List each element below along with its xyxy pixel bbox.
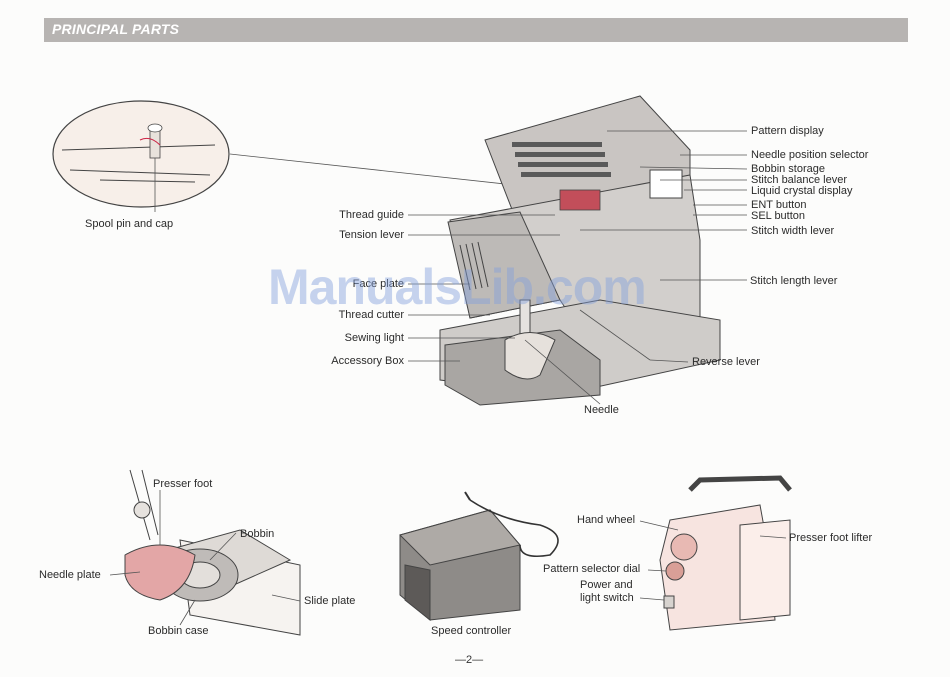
label-thread-cutter: Thread cutter bbox=[338, 309, 404, 321]
label-needle-position-selector: Needle position selector bbox=[751, 149, 869, 161]
label-reverse-lever: Reverse lever bbox=[692, 356, 760, 368]
label-pattern-display: Pattern display bbox=[751, 125, 824, 137]
spool-pin-inset bbox=[52, 100, 230, 212]
watermark: ManualsLib.com bbox=[268, 259, 647, 315]
label-bobbin-storage: Bobbin storage bbox=[751, 163, 825, 175]
main-sewing-machine bbox=[439, 95, 721, 406]
label-stitch-length-lever: Stitch length lever bbox=[750, 275, 838, 287]
label-presser-foot: Presser foot bbox=[153, 478, 213, 490]
label-stitch-width-lever: Stitch width lever bbox=[751, 225, 835, 237]
label-spool-pin-and-cap: Spool pin and cap bbox=[85, 218, 174, 230]
label-sel-button: SEL button bbox=[751, 210, 806, 222]
label-pattern-selector-dial: Pattern selector dial bbox=[543, 563, 641, 575]
label-bobbin: Bobbin bbox=[240, 528, 275, 540]
label-tension-lever: Tension lever bbox=[339, 229, 404, 241]
page-number: —2— bbox=[455, 654, 484, 666]
section-header-bar: PRINCIPAL PARTS bbox=[44, 18, 908, 42]
label-bobbin-case: Bobbin case bbox=[148, 625, 209, 637]
label-presser-foot-lifter: Presser foot lifter bbox=[789, 532, 873, 544]
section-title: PRINCIPAL PARTS bbox=[52, 21, 180, 37]
label-thread-guide: Thread guide bbox=[339, 209, 404, 221]
label-liquid-crystal-display: Liquid crystal display bbox=[751, 185, 853, 197]
label-hand-wheel: Hand wheel bbox=[577, 514, 636, 526]
label-sewing-light: Sewing light bbox=[344, 332, 404, 344]
label-power-and-light-switch-line1: Power and bbox=[580, 579, 633, 591]
label-power-and-light-switch-line2: light switch bbox=[580, 592, 634, 604]
label-stitch-balance-lever: Stitch balance lever bbox=[751, 174, 847, 186]
label-slide-plate: Slide plate bbox=[304, 595, 356, 607]
speed-controller-illustration bbox=[399, 491, 559, 622]
label-face-plate: Face plate bbox=[352, 278, 404, 290]
label-accessory-box: Accessory Box bbox=[331, 355, 404, 367]
bobbin-area-illustration bbox=[109, 469, 301, 636]
side-view-machine-illustration bbox=[639, 475, 792, 631]
label-ent-button: ENT button bbox=[751, 199, 807, 211]
label-speed-controller: Speed controller bbox=[431, 625, 512, 637]
label-needle: Needle bbox=[584, 404, 619, 416]
label-needle-plate: Needle plate bbox=[39, 569, 101, 581]
